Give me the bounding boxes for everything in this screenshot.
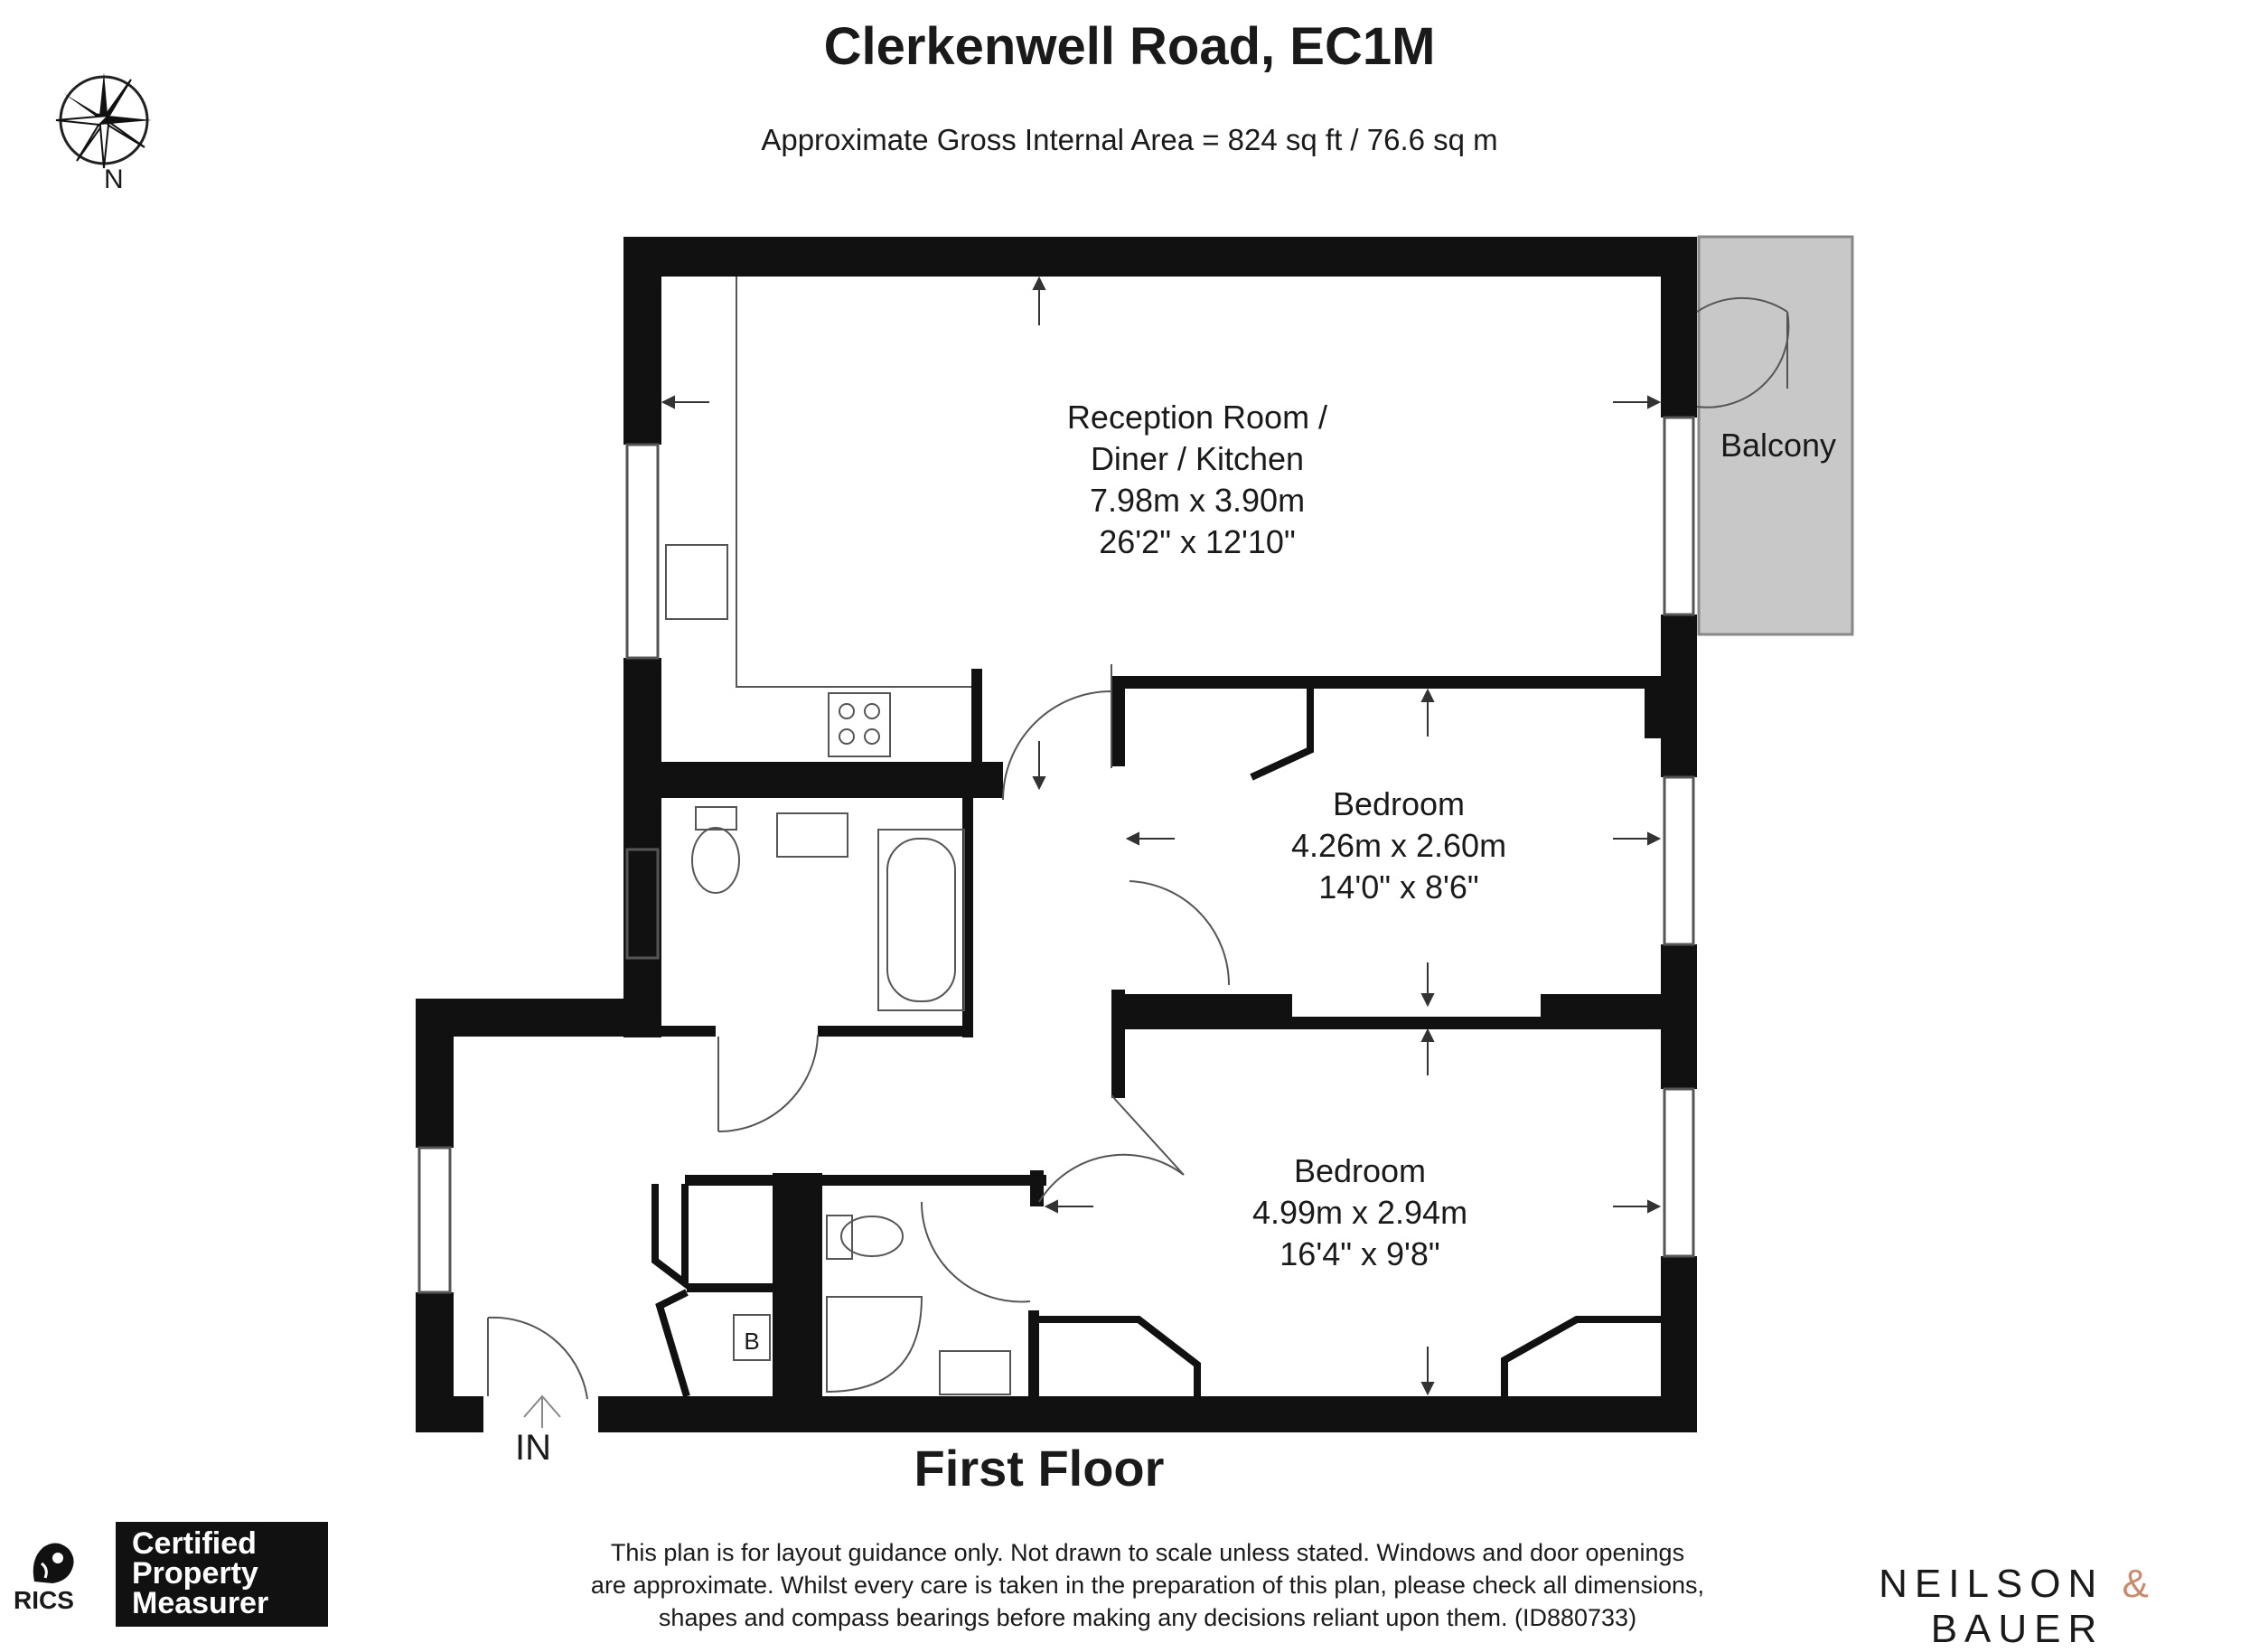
gross-area: Approximate Gross Internal Area = 824 sq… (761, 123, 1498, 156)
wardrobes (651, 689, 1661, 1398)
bedroom1-label: Bedroom (1333, 785, 1465, 822)
compass-north-label: N (104, 164, 124, 194)
compass-rose-icon (55, 72, 152, 169)
brand-right: BAUER (1930, 1607, 2104, 1651)
brand-ampersand: & (2122, 1562, 2156, 1606)
agent-brand-logo: NEILSON & BAUER (1785, 1562, 2250, 1652)
doors (487, 296, 1790, 1400)
reception-label-line2: Diner / Kitchen (1091, 440, 1304, 477)
bathroom-fixtures (691, 806, 1011, 1395)
bedroom2-imperial: 16'4" x 9'8" (1279, 1235, 1439, 1272)
windows (417, 416, 1695, 1294)
cert-line3: Measurer (132, 1586, 269, 1620)
floor-label: First Floor (914, 1440, 1165, 1497)
bedroom2-metric: 4.99m x 2.94m (1252, 1194, 1467, 1231)
rics-wordmark: RICS (14, 1586, 74, 1614)
bedroom1-metric: 4.26m x 2.60m (1291, 827, 1506, 864)
bedroom1-imperial: 14'0" x 8'6" (1318, 868, 1478, 906)
disclaimer-line2: are approximate. Whilst every care is ta… (590, 1572, 1705, 1599)
brand-left: NEILSON (1879, 1562, 2104, 1606)
entrance-arrow-icon (523, 1394, 561, 1428)
disclaimer-line3: shapes and compass bearings before makin… (658, 1604, 1637, 1631)
cert-line1: Certified (132, 1526, 257, 1561)
balcony-label: Balcony (1720, 427, 1836, 464)
balcony (1697, 235, 1854, 636)
cert-line2: Property (132, 1556, 258, 1591)
reception-metric: 7.98m x 3.90m (1090, 482, 1305, 519)
reception-imperial: 26'2" x 12'10" (1099, 523, 1295, 560)
bedroom2-label: Bedroom (1294, 1152, 1426, 1189)
entrance-label: IN (515, 1428, 551, 1468)
kitchen-counter (665, 277, 971, 757)
boiler-label: B (744, 1328, 759, 1355)
disclaimer-line1: This plan is for layout guidance only. N… (610, 1539, 1685, 1566)
disclaimer: This plan is for layout guidance only. N… (506, 1536, 1789, 1634)
rics-lion-icon (33, 1543, 74, 1583)
plan-title: Clerkenwell Road, EC1M (823, 17, 1436, 76)
certified-measurer-badge: Certified Property Measurer (116, 1522, 328, 1627)
reception-label-line1: Reception Room / (1067, 399, 1327, 436)
dimension-arrows (661, 276, 1662, 1396)
